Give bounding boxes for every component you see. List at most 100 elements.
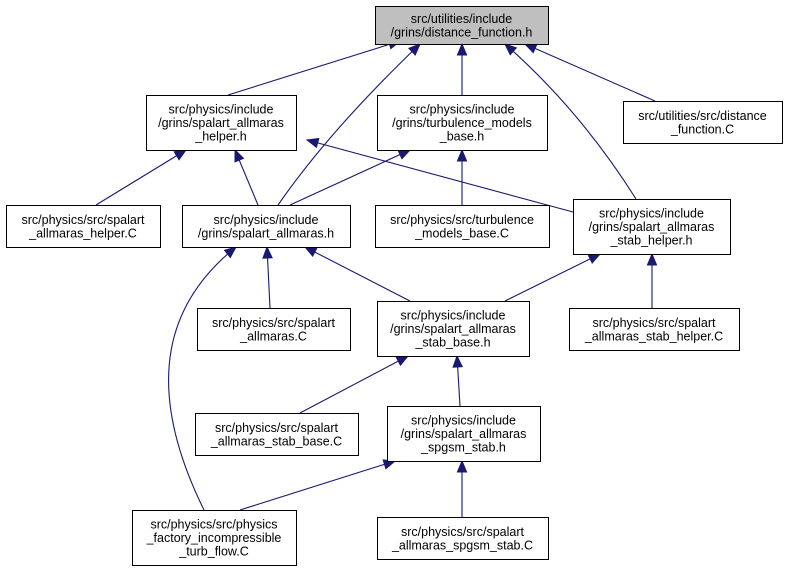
node-spalart_allmaras_stab_base_C[interactable]: src/physics/src/spalart_allmaras_stab_ba…	[195, 413, 359, 456]
node-label-line: _allmaras_stab_helper.C	[584, 329, 723, 343]
edge-spalart_allmaras_stab_base_h-to-spalart_allmaras_stab_helper_h	[504, 253, 602, 302]
node-box[interactable]	[6, 205, 161, 248]
node-spalart_allmaras_h[interactable]: src/physics/include/grins/spalart_allmar…	[182, 205, 351, 248]
edge-arrowhead	[305, 137, 320, 149]
edge-line	[306, 139, 574, 213]
edge-spalart_allmaras_spgsm_stab_h-to-spalart_allmaras_stab_base_h	[452, 354, 464, 407]
node-label-line: _allmaras_spgsm_stab.C	[391, 538, 533, 552]
edge-arrowhead	[456, 459, 468, 473]
edge-line	[304, 246, 411, 302]
node-label-line: _stab_base.h	[414, 336, 490, 350]
node-box[interactable]	[623, 101, 783, 144]
node-spalart_allmaras_stab_base_h[interactable]: src/physics/include/grins/spalart_allmar…	[377, 301, 530, 357]
node-label-line: src/physics/include	[410, 103, 515, 117]
node-box[interactable]	[569, 308, 740, 351]
node-box[interactable]	[377, 517, 549, 560]
edges-layer	[95, 39, 658, 517]
nodes-layer: src/utilities/include/grins/distance_fun…	[6, 6, 783, 566]
node-label-line: _stab_helper.h	[609, 234, 692, 248]
edge-spalart_allmaras_stab_helper_C-to-spalart_allmaras_stab_helper_h	[646, 252, 658, 308]
edge-physics_factory_incompressible_turb_flow_C-to-spalart_allmaras_h	[168, 246, 238, 511]
edge-arrowhead	[234, 148, 245, 163]
node-spalart_allmaras_helper_C[interactable]: src/physics/src/spalart_allmaras_helper.…	[6, 205, 161, 248]
edge-turbulence_models_base_C-to-turbulence_models_base_h	[456, 148, 468, 205]
node-spalart_allmaras_C[interactable]: src/physics/src/spalart_allmaras.C	[197, 308, 351, 351]
node-spalart_allmaras_stab_helper_C[interactable]: src/physics/src/spalart_allmaras_stab_he…	[569, 308, 740, 351]
node-label-line: src/physics/src/spalart	[401, 525, 524, 539]
edge-arrowhead	[173, 149, 188, 161]
edge-turbulence_models_base_h-to-distance_function_h	[456, 42, 468, 95]
node-box[interactable]	[573, 199, 731, 255]
edge-spalart_allmaras_helper_h-to-distance_function_h	[227, 39, 402, 96]
edge-spalart_allmaras_stab_helper_h-to-distance_function_h	[504, 43, 637, 200]
node-box[interactable]	[197, 308, 351, 351]
edge-arrowhead	[262, 245, 273, 259]
node-box[interactable]	[375, 205, 550, 248]
node-box[interactable]	[195, 413, 359, 456]
edge-arrowhead	[587, 253, 602, 264]
node-physics_factory_incompressible_turb_flow_C[interactable]: src/physics/src/physics_factory_incompre…	[132, 510, 297, 566]
edge-line	[504, 253, 601, 302]
node-label-line: _allmaras_helper.C	[28, 226, 137, 240]
edge-arrowhead	[395, 355, 410, 367]
node-label-line: /grins/spalart_allmaras	[401, 427, 527, 441]
edge-line	[299, 355, 409, 414]
node-distance_function_h[interactable]: src/utilities/include/grins/distance_fun…	[375, 6, 549, 45]
edge-spalart_allmaras_C-to-spalart_allmaras_h	[262, 245, 273, 309]
node-label-line: src/physics/include	[401, 309, 506, 323]
node-label-line: src/physics/include	[599, 207, 704, 221]
edge-arrowhead	[504, 43, 518, 56]
edge-spalart_allmaras_stab_base_C-to-spalart_allmaras_stab_base_h	[299, 355, 410, 414]
node-spalart_allmaras_stab_helper_h[interactable]: src/physics/include/grins/spalart_allmar…	[573, 199, 731, 255]
node-label-line: src/utilities/include	[411, 12, 512, 26]
node-box[interactable]	[132, 510, 297, 566]
node-box[interactable]	[146, 95, 297, 151]
node-label-line: /grins/spalart_allmaras	[589, 220, 715, 234]
node-label-line: src/physics/src/spalart	[215, 421, 338, 435]
edge-spalart_allmaras_h-to-turbulence_models_base_h	[289, 149, 412, 206]
node-label-line: _spgsm_stab.h	[420, 441, 506, 455]
node-box[interactable]	[182, 205, 351, 248]
node-turbulence_models_base_h[interactable]: src/physics/include/grins/turbulence_mod…	[377, 95, 548, 151]
edge-line	[524, 43, 656, 102]
edge-spalart_allmaras_spgsm_stab_C-to-spalart_allmaras_spgsm_stab_h	[456, 459, 468, 517]
node-label-line: _turb_flow.C	[178, 545, 248, 559]
node-label-line: src/physics/include	[169, 103, 274, 117]
node-label-line: /grins/distance_function.h	[391, 25, 533, 39]
edge-arrowhead	[523, 43, 538, 54]
node-box[interactable]	[377, 95, 548, 151]
node-label-line: src/physics/include	[411, 414, 516, 428]
node-label-line: src/physics/src/physics	[150, 518, 277, 532]
edge-spalart_allmaras_stab_helper_h-to-spalart_allmaras_helper_h	[305, 137, 574, 213]
edge-spalart_allmaras_h-to-distance_function_h	[277, 43, 421, 206]
edge-arrowhead	[223, 246, 238, 259]
edge-arrowhead	[456, 148, 468, 162]
node-label-line: _allmaras.C	[239, 329, 307, 343]
node-spalart_allmaras_spgsm_stab_C[interactable]: src/physics/src/spalart_allmaras_spgsm_s…	[377, 517, 549, 560]
edge-physics_factory_incompressible_turb_flow_C-to-spalart_allmaras_spgsm_stab_h	[239, 459, 397, 511]
node-turbulence_models_base_C[interactable]: src/physics/src/turbulence_models_base.C	[375, 205, 550, 248]
edge-line	[168, 246, 237, 511]
edge-line	[504, 43, 637, 200]
edge-spalart_allmaras_helper_C-to-spalart_allmaras_helper_h	[95, 149, 188, 206]
node-label-line: _helper.h	[194, 130, 246, 144]
node-label-line: _factory_incompressible	[146, 531, 282, 545]
node-label-line: /grins/spalart_allmaras	[158, 116, 284, 130]
node-box[interactable]	[377, 301, 530, 357]
edge-line	[95, 149, 187, 206]
node-distance_function_C[interactable]: src/utilities/src/distance_function.C	[623, 101, 783, 144]
edge-arrowhead	[456, 42, 468, 56]
node-label-line: src/physics/src/spalart	[212, 316, 335, 330]
node-label-line: _function.C	[670, 122, 734, 136]
node-box[interactable]	[387, 406, 541, 462]
edge-line	[277, 43, 421, 206]
node-spalart_allmaras_helper_h[interactable]: src/physics/include/grins/spalart_allmar…	[146, 95, 297, 151]
node-box[interactable]	[375, 6, 549, 45]
edge-arrowhead	[303, 246, 318, 258]
node-label-line: /grins/turbulence_models	[392, 116, 532, 130]
edge-arrowhead	[646, 252, 658, 266]
node-spalart_allmaras_spgsm_stab_h[interactable]: src/physics/include/grins/spalart_allmar…	[387, 406, 541, 462]
node-label-line: /grins/spalart_allmaras.h	[198, 226, 334, 240]
node-label-line: src/physics/src/spalart	[22, 213, 145, 227]
